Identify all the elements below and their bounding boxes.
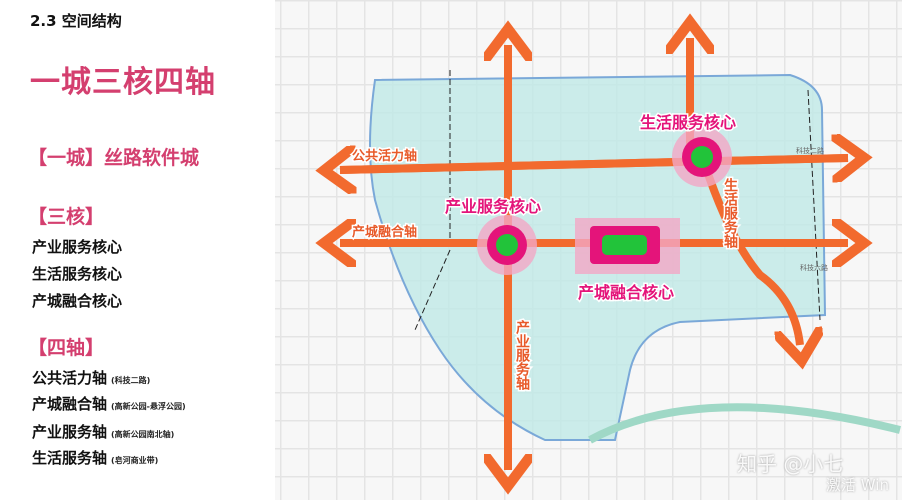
axis-item: 公共活力轴(科技二路): [32, 367, 150, 388]
label-fusion-core: 产城融合核心: [578, 283, 674, 302]
main-title: 一城三核四轴: [30, 65, 216, 100]
axis-item: 产城融合轴(高新公园-悬浮公园): [32, 393, 186, 414]
map-labels: 公共活力轴 产城融合轴 产业服务核心 生活服务核心 产城融合核心 产业服务轴 生…: [351, 112, 829, 393]
label-road-6: 科技六路: [800, 263, 828, 272]
label-life-axis: 生活服务轴: [722, 177, 738, 249]
city-name: 丝路软件城: [104, 147, 200, 169]
industry-core: [477, 215, 537, 275]
label-industry-core: 产业服务核心: [445, 197, 541, 216]
life-core: [672, 127, 732, 187]
label-road-2: 科技二路: [796, 146, 824, 155]
core-item: 产城融合核心: [32, 292, 123, 310]
label-life-core: 生活服务核心: [640, 113, 736, 132]
core-item: 产业服务核心: [32, 238, 123, 256]
axis-note: (皂河商业带): [111, 456, 159, 465]
axis-name: 产城融合轴: [32, 395, 108, 413]
boundary-line: [807, 89, 821, 321]
section-title: 2.3 空间结构: [30, 12, 122, 30]
axis-name: 公共活力轴: [32, 369, 108, 387]
axis-name: 生活服务轴: [32, 449, 108, 467]
axes-heading: 【四轴】: [28, 337, 105, 359]
label-industry-axis: 产业服务轴: [514, 319, 530, 391]
city-line: 【一城】丝路软件城: [28, 143, 199, 170]
cores-heading: 【三核】: [28, 206, 105, 228]
structure-map: 公共活力轴 产城融合轴 产业服务核心 生活服务核心 产城融合核心 产业服务轴 生…: [275, 0, 902, 500]
life-service-axis: [701, 163, 800, 345]
city-heading: 【一城】: [28, 147, 105, 169]
boundary-line: [414, 70, 451, 331]
axis-name: 产业服务轴: [32, 423, 108, 441]
activate-windows-watermark: 激活 Win: [826, 476, 889, 494]
axis-note: (科技二路): [111, 376, 151, 385]
fusion-core: [575, 218, 680, 274]
core-item: 生活服务核心: [32, 265, 123, 283]
axis-note: (高新公园-悬浮公园): [111, 402, 186, 411]
axis-item: 生活服务轴(皂河商业带): [32, 447, 158, 468]
river: [588, 403, 901, 444]
label-fusion-axis: 产城融合轴: [352, 224, 417, 240]
watermark: 知乎 @小七: [737, 452, 844, 476]
axis-item: 产业服务轴(高新公园南北轴): [32, 421, 174, 442]
axis-note: (高新公园南北轴): [111, 430, 175, 439]
public-vitality-axis-west: [340, 158, 849, 170]
label-public-axis: 公共活力轴: [352, 148, 417, 164]
